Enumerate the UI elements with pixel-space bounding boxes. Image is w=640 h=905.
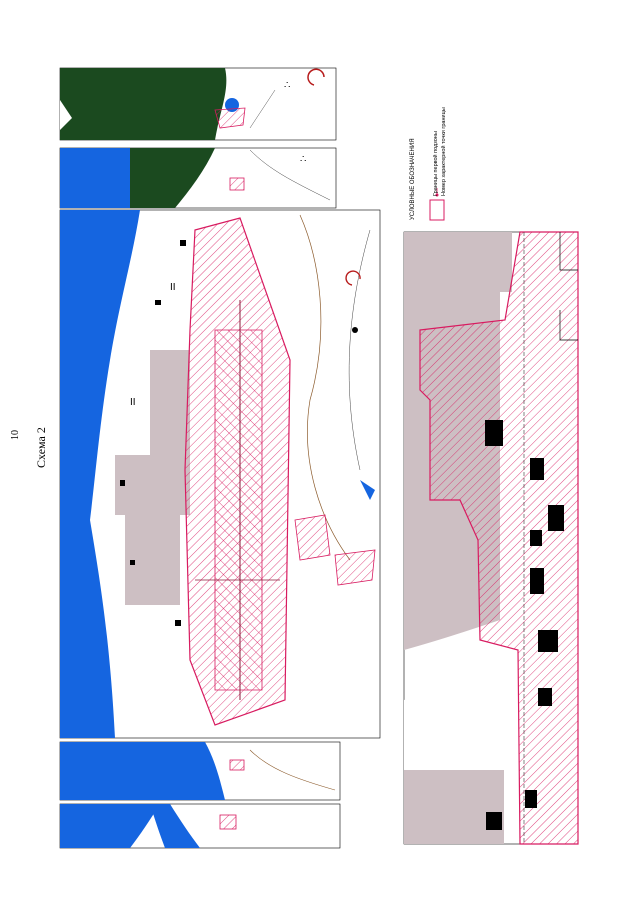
map-panel-detail [403,231,579,845]
map-panel-5 [59,803,341,849]
map-panel-4 [59,741,341,801]
map-panel-2: ∴ [59,147,337,209]
legend-item-point: Номер характерной точки границы [441,107,447,196]
legend-title: УСЛОВНЫЕ ОБОЗНАЧЕНИЯ [410,138,416,220]
svg-text:∴: ∴ [284,80,290,91]
svg-text:II: II [130,397,136,408]
svg-text:II: II [170,282,176,293]
legend-graphics [429,188,445,221]
legend-item-zone: Границы первой подзоны [433,131,439,196]
svg-text:∴: ∴ [300,154,306,165]
legend: УСЛОВНЫЕ ОБОЗНАЧЕНИЯ Границы первой подз… [402,60,472,230]
legend-zone-swatch [429,199,445,221]
map-panel-main: II II [59,209,381,739]
map-panel-1: ∴ [59,67,337,141]
